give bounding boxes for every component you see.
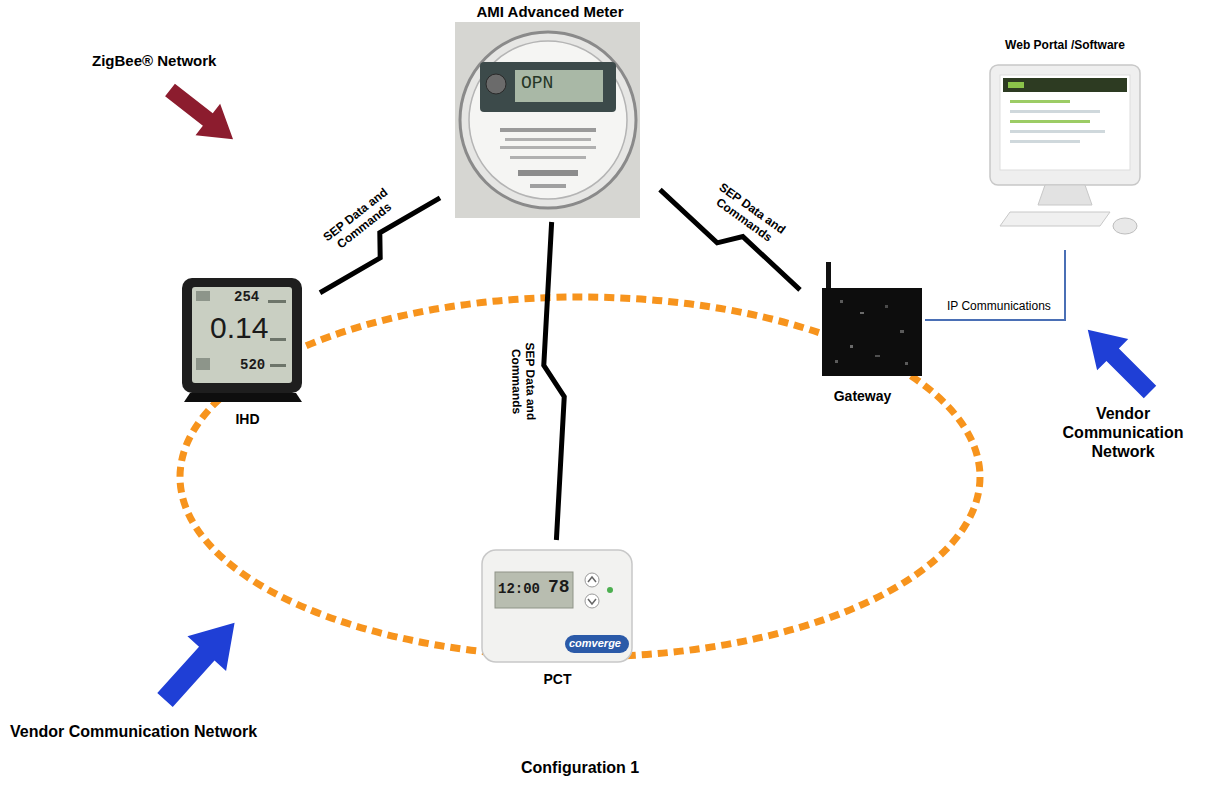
gateway-node: Gateway — [800, 262, 925, 407]
meter-illustration — [455, 22, 640, 218]
node-label: AMI Advanced Meter — [477, 3, 624, 21]
pct-illustration — [482, 550, 632, 662]
node-label: Web Portal /Software — [1005, 38, 1125, 52]
brand-logo-text: comverge — [569, 637, 621, 650]
connector-label: IP Communications — [945, 298, 1053, 314]
web-portal-node: Web Portal /Software — [960, 35, 1170, 250]
pct-display-text: 78 — [548, 577, 570, 599]
network-label: Vendor Communication Network — [10, 722, 257, 741]
node-label: PCT — [544, 671, 572, 688]
ihd-illustration — [182, 278, 302, 402]
vendor-arrow — [146, 605, 254, 717]
network-label: ZigBee® Network — [92, 52, 216, 70]
node-label: IHD — [235, 411, 259, 428]
connector-label: SEP Data and Commands — [507, 329, 539, 433]
ihd-display-text: 520 — [240, 357, 265, 374]
ip-link-line — [925, 250, 1065, 320]
meter-display-text: OPN — [521, 73, 553, 95]
wireless-link — [544, 222, 564, 540]
ihd-display-text: 0.14 — [210, 310, 268, 346]
vendor-arrow — [1072, 314, 1165, 407]
meter-node: AMI Advanced Meter — [440, 0, 660, 222]
pct-display-text: 12:00 — [498, 581, 540, 598]
figure-caption: Configuration 1 — [521, 758, 639, 777]
pct-node: PCT — [470, 540, 645, 690]
ihd-display-text: 254 — [234, 289, 259, 306]
connector-label: SEP Data and Commands — [310, 176, 411, 265]
zigbee-arrow — [158, 74, 246, 155]
computer-illustration — [990, 65, 1140, 234]
gateway-illustration — [822, 262, 922, 376]
network-label: Vendor Communication Network — [1058, 404, 1188, 462]
node-label: Gateway — [834, 388, 892, 405]
